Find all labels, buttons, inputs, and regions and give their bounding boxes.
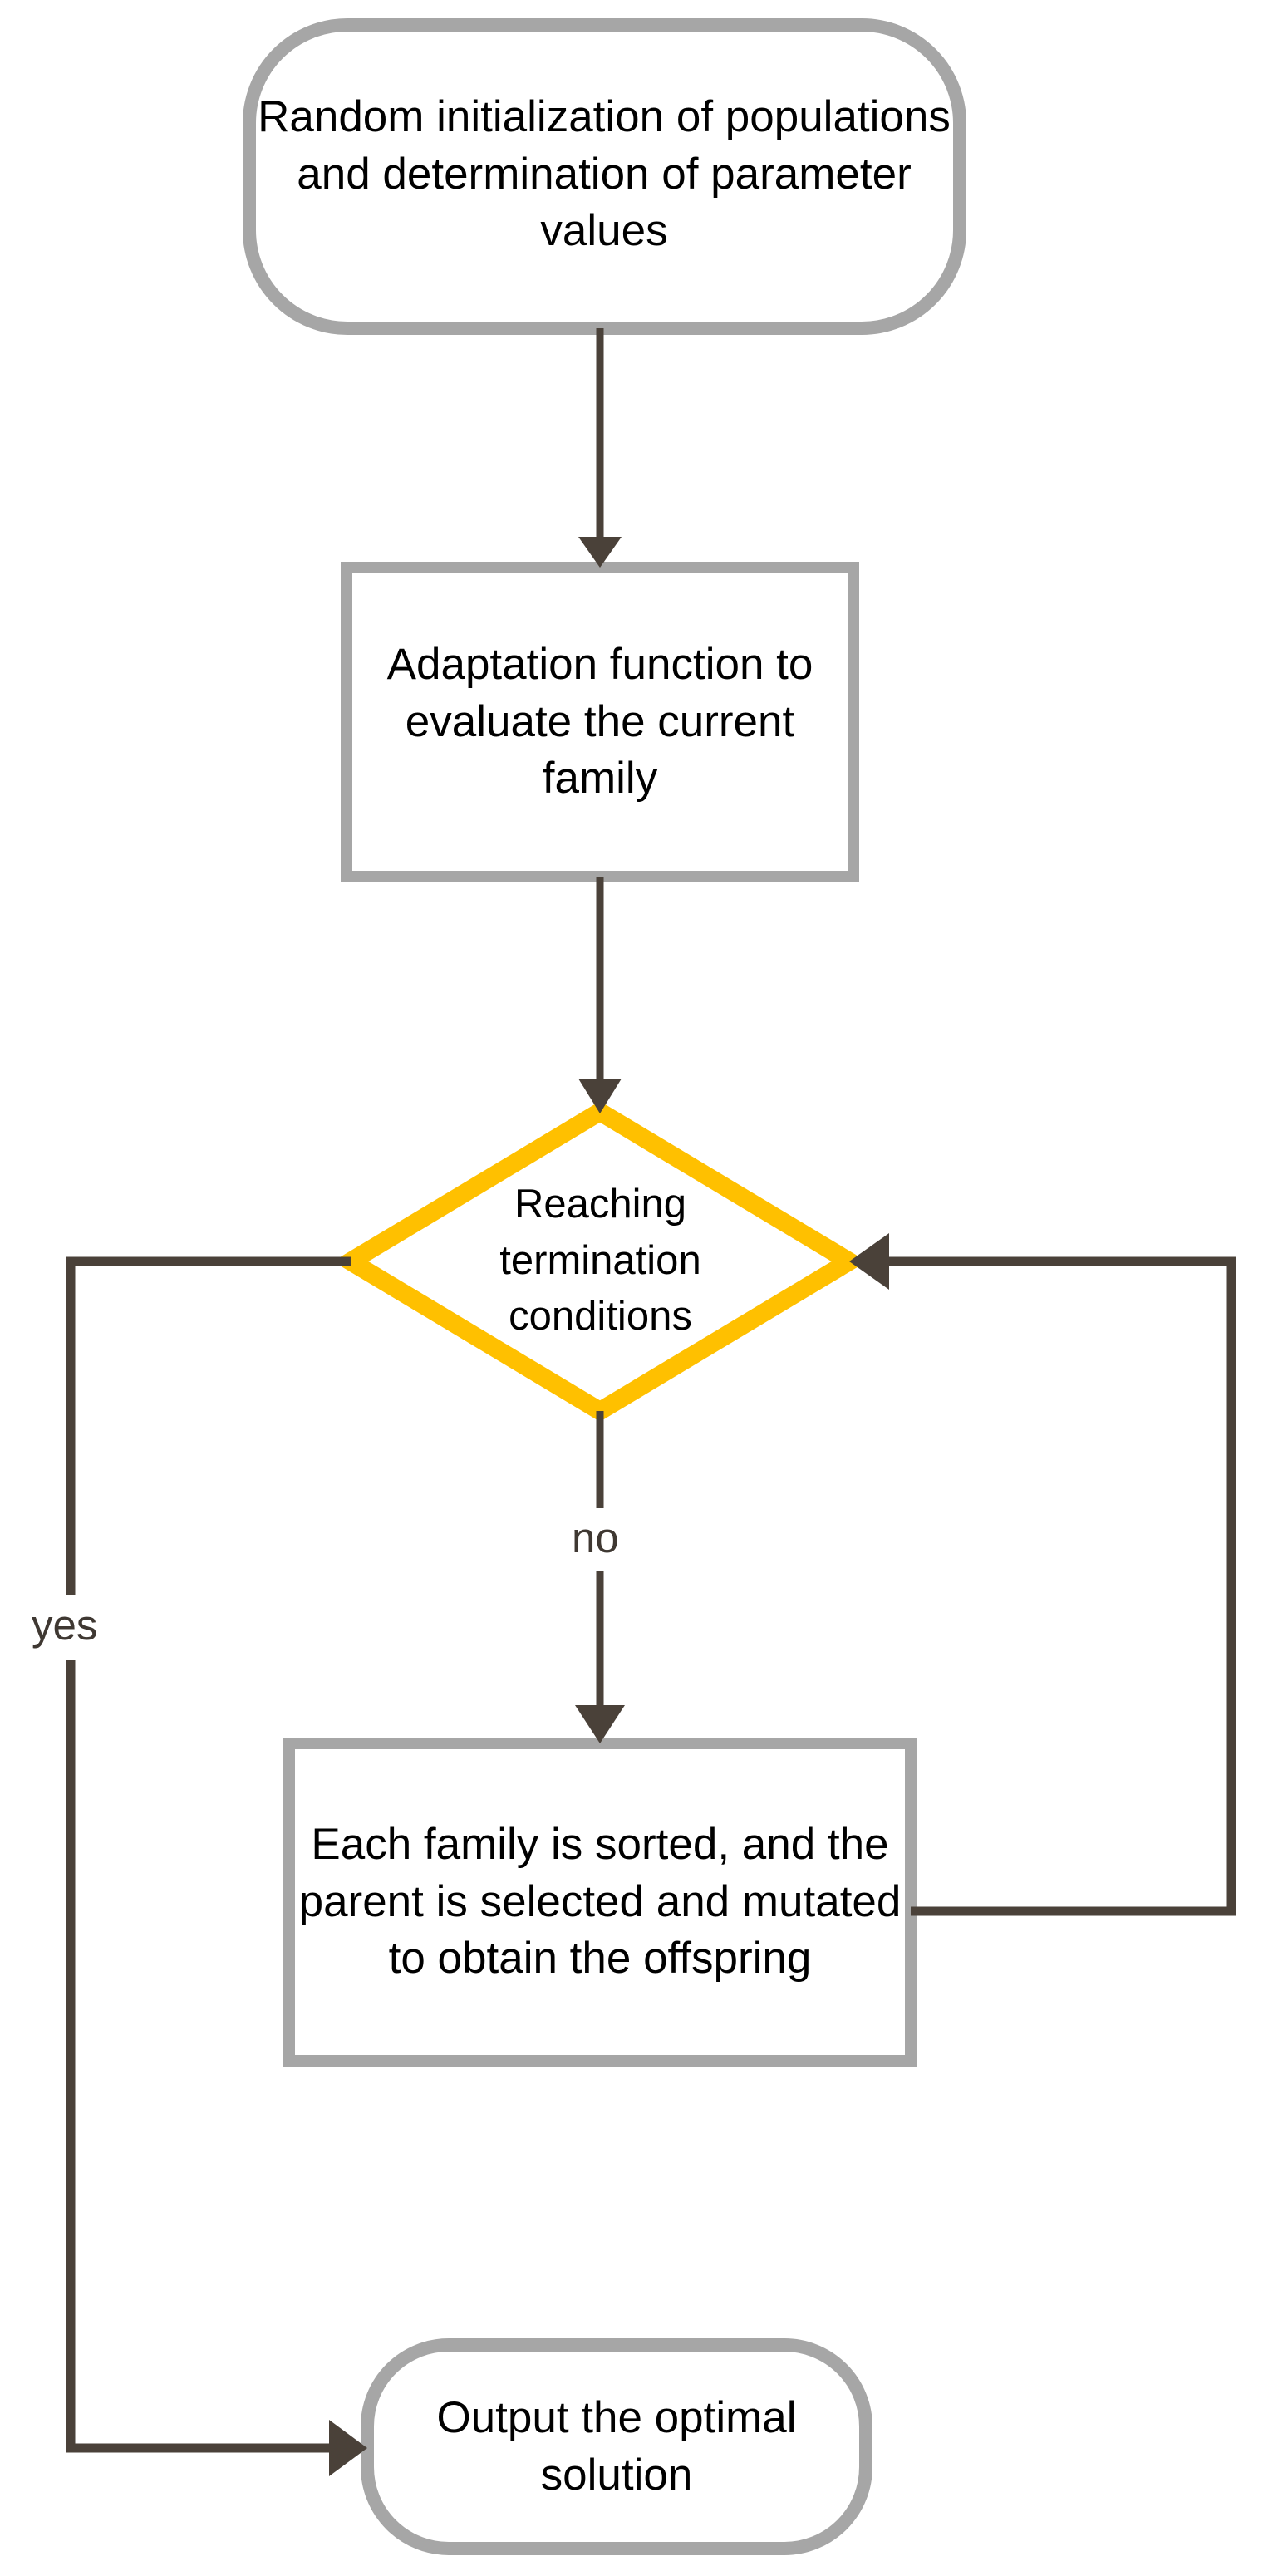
edge-evaluate-to-decision <box>578 877 622 1113</box>
node-offspring-shape <box>283 1738 917 2067</box>
edge-decision-to-offspring <box>575 1411 625 1743</box>
node-decision-shape <box>332 1101 868 1422</box>
node-evaluate-shape <box>341 562 859 882</box>
node-output-shape <box>361 2338 872 2555</box>
edge-start-to-evaluate <box>578 328 622 568</box>
node-start-shape <box>243 18 966 335</box>
edge-label-yes: yes <box>32 1601 98 1649</box>
edge-decision-to-output <box>66 1256 367 2476</box>
edge-label-no: no <box>572 1514 619 1561</box>
edge-offspring-to-decision <box>849 1233 1236 1916</box>
